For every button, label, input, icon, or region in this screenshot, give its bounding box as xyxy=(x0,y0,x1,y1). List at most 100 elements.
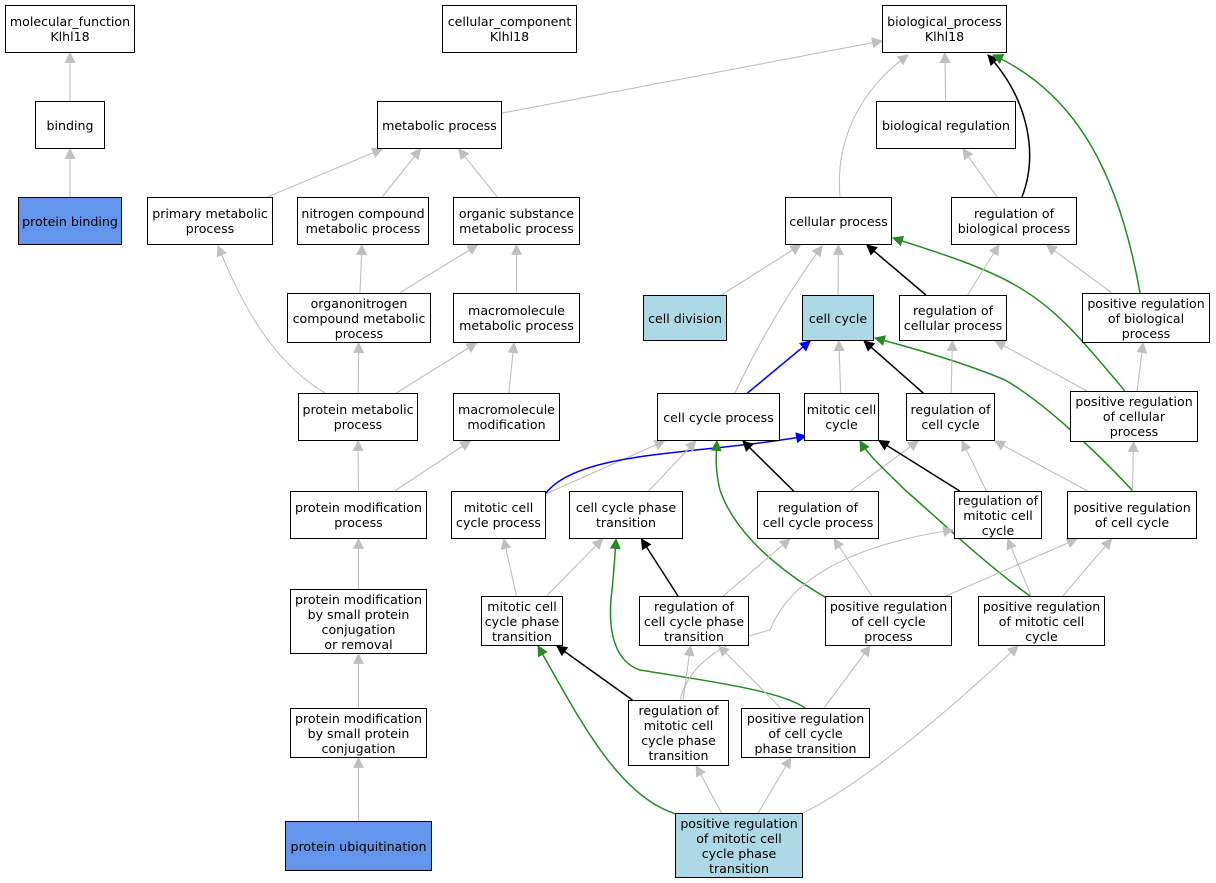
node-reg-mitotic-ccpt: regulation of mitotic cell cycle phase t… xyxy=(628,700,729,766)
node-pm-small-rem: protein modification by small protein co… xyxy=(290,589,427,654)
node-nitrogen: nitrogen compound metabolic process xyxy=(297,197,429,245)
edge-metabolic-to-bp xyxy=(501,37,884,114)
node-reg-bio: regulation of biological process xyxy=(951,197,1077,245)
node-reg-ccp: regulation of cell cycle process xyxy=(757,491,879,539)
node-pm-small: protein modification by small protein co… xyxy=(290,708,427,758)
node-pos-reg-ccp: positive regulation of cell cycle proces… xyxy=(825,596,952,646)
edge-macro-mod-to-macro-met xyxy=(507,341,519,394)
node-cell-division: cell division xyxy=(643,295,727,341)
node-label: protein binding xyxy=(22,213,118,229)
node-primary-met: primary metabolic process xyxy=(147,197,273,245)
node-label: regulation of biological process xyxy=(957,206,1071,236)
node-protein-met: protein metabolic process xyxy=(298,393,418,441)
edge-organonitrogen-to-organic xyxy=(399,244,479,294)
edge-pos-reg-mitotic-ccpt-to-pos-reg-ccpt xyxy=(757,757,792,814)
edge-reg-mitotic-cc-to-reg-cc xyxy=(961,440,987,492)
node-label: biological_process Klhl18 xyxy=(887,14,1002,44)
node-reg-cc: regulation of cell cycle xyxy=(906,393,995,441)
edge-pos-reg-bio-to-bp xyxy=(992,54,1141,294)
node-macro-mod: macromolecule modification xyxy=(453,393,560,441)
node-label: molecular_function Klhl18 xyxy=(9,14,131,44)
edge-cellular-to-bp xyxy=(838,54,909,198)
node-label: metabolic process xyxy=(382,117,497,133)
node-reg-mitotic-cc: regulation of mitotic cell cycle xyxy=(954,491,1042,539)
edge-reg-cc-to-reg-cellular xyxy=(946,339,958,394)
edge-pos-reg-cc-to-cell-cycle xyxy=(873,335,1134,492)
node-reg-ccpt: regulation of cell cycle phase transitio… xyxy=(639,596,749,646)
node-label: regulation of cellular process xyxy=(903,303,1003,333)
node-label: cellular_component Klhl18 xyxy=(447,14,572,44)
edge-pos-reg-cellular-to-reg-cellular xyxy=(994,340,1088,392)
node-label: protein modification by small protein co… xyxy=(295,591,422,652)
edge-protein-met-to-organonitrogen xyxy=(353,341,365,394)
node-mitotic-ccp: mitotic cell cycle process xyxy=(451,491,546,539)
node-label: positive regulation of mitotic cell cycl… xyxy=(982,598,1101,644)
node-bp: biological_process Klhl18 xyxy=(882,5,1007,53)
node-pos-reg-bio: positive regulation of biological proces… xyxy=(1082,293,1210,343)
edge-cc-process-to-cell-cycle xyxy=(747,340,812,394)
node-label: positive regulation of cellular process xyxy=(1075,394,1193,439)
node-label: positive regulation of cell cycle xyxy=(1073,500,1191,530)
edge-reg-bio-to-bioreg xyxy=(962,148,998,198)
node-label: protein modification process xyxy=(295,500,422,530)
edge-pos-reg-mitotic-ccpt-to-pos-reg-mitotic-cc xyxy=(802,645,1019,814)
edge-bioreg-to-bp xyxy=(939,51,951,102)
edge-organonitrogen-to-nitrogen xyxy=(356,243,368,294)
edge-primary-met-to-metabolic xyxy=(267,147,384,198)
node-label: organic substance metabolic process xyxy=(458,206,575,236)
node-label: cell division xyxy=(648,310,722,326)
edge-pos-reg-mitotic-cc-to-pos-reg-cc xyxy=(1062,538,1113,597)
edge-mitotic-cc-to-cell-cycle xyxy=(833,339,845,394)
node-protein-binding: protein binding xyxy=(18,197,122,245)
node-protein-mod: protein modification process xyxy=(290,491,427,539)
edge-pos-reg-cellular-to-pos-reg-bio xyxy=(1136,341,1148,392)
edge-reg-ccpt-to-reg-ccp xyxy=(722,538,791,597)
edge-reg-cc-to-cell-cycle xyxy=(863,340,924,394)
node-label: cellular process xyxy=(789,213,888,229)
node-label: primary metabolic process xyxy=(152,206,268,236)
edge-pos-reg-mitotic-cc-to-mitotic-cc xyxy=(859,440,1031,597)
node-mf: molecular_function Klhl18 xyxy=(5,5,135,53)
node-organic: organic substance metabolic process xyxy=(453,197,580,245)
edge-mitotic-ccp-to-cc-process xyxy=(545,440,666,495)
node-label: biological regulation xyxy=(881,117,1010,133)
node-label: positive regulation of cell cycle phase … xyxy=(746,710,865,756)
node-reg-cellular: regulation of cellular process xyxy=(899,295,1007,341)
node-label: nitrogen compound metabolic process xyxy=(301,206,425,236)
edge-pos-reg-ccp-to-reg-ccp xyxy=(833,538,873,597)
node-label: positive regulation of biological proces… xyxy=(1087,295,1205,341)
node-label: protein ubiquitination xyxy=(290,838,427,854)
node-pos-reg-mitotic-cc: positive regulation of mitotic cell cycl… xyxy=(978,596,1105,646)
node-binding: binding xyxy=(35,101,105,149)
node-label: regulation of cell cycle xyxy=(910,402,991,432)
node-ccpt: cell cycle phase transition xyxy=(569,491,683,539)
edge-reg-bio-to-bp xyxy=(987,54,1031,198)
node-label: protein metabolic process xyxy=(302,402,414,432)
edge-reg-cellular-to-cellular xyxy=(865,244,927,296)
node-macro-met: macromolecule metabolic process xyxy=(453,293,580,343)
edge-mitotic-ccpt-to-ccpt xyxy=(546,538,604,597)
node-organonitrogen: organonitrogen compound metabolic proces… xyxy=(287,293,431,343)
edge-reg-ccpt-to-ccpt xyxy=(640,538,679,597)
edge-reg-ccp-to-cc-process xyxy=(742,440,795,492)
node-cc-process: cell cycle process xyxy=(657,393,780,441)
edge-pos-reg-mitotic-cc-to-reg-mitotic-cc xyxy=(1006,537,1032,597)
node-label: mitotic cell cycle phase transition xyxy=(484,598,560,644)
edge-cell-division-to-cellular xyxy=(721,244,802,296)
node-pos-reg-cellular: positive regulation of cellular process xyxy=(1070,391,1198,442)
edge-ccpt-to-cc-process xyxy=(648,440,697,492)
edge-pos-reg-ccpt-to-pos-reg-ccp xyxy=(823,645,871,709)
edge-pos-reg-ccpt-to-reg-ccpt xyxy=(718,645,781,709)
node-cellular: cellular process xyxy=(785,197,892,245)
edge-mitotic-ccpt-to-mitotic-ccp xyxy=(500,537,518,597)
node-cell-cycle: cell cycle xyxy=(802,295,874,341)
edge-protein-met-to-primary-met xyxy=(216,244,326,394)
node-label: macromolecule metabolic process xyxy=(459,303,574,333)
edge-organic-to-metabolic xyxy=(458,148,498,198)
edge-pos-reg-mitotic-ccpt-to-reg-mitotic-ccpt xyxy=(695,765,722,814)
node-pos-reg-mitotic-ccpt: positive regulation of mitotic cell cycl… xyxy=(675,813,803,878)
node-cc: cellular_component Klhl18 xyxy=(442,5,577,53)
edge-mitotic-ccp-to-mitotic-cc xyxy=(545,432,808,494)
node-label: mitotic cell cycle xyxy=(806,402,877,432)
